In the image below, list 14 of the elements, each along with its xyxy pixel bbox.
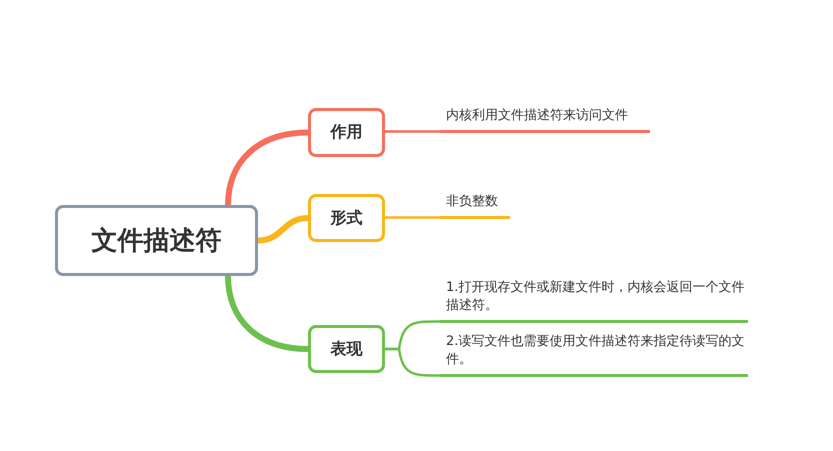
branch-line	[385, 216, 440, 219]
branch-line	[258, 215, 308, 244]
subtopic-text: 2.读写文件也需要使用文件描述符来指定待读写的文件。	[440, 332, 748, 377]
subtopic-text: 内核利用文件描述符来访问文件	[440, 106, 650, 133]
topic-box: 形式	[308, 194, 385, 242]
branch-line	[385, 130, 440, 133]
topic-box: 表现	[308, 325, 385, 373]
branch-line	[225, 130, 308, 206]
branch-line	[385, 348, 440, 377]
branch-line	[225, 276, 308, 352]
subtopic-text: 非负整数	[440, 192, 510, 219]
central-topic-box: 文件描述符	[55, 205, 258, 276]
subtopic-text: 1.打开现存文件或新建文件时，内核会返回一个文件描述符。	[440, 278, 748, 323]
topic-box: 作用	[308, 108, 385, 157]
